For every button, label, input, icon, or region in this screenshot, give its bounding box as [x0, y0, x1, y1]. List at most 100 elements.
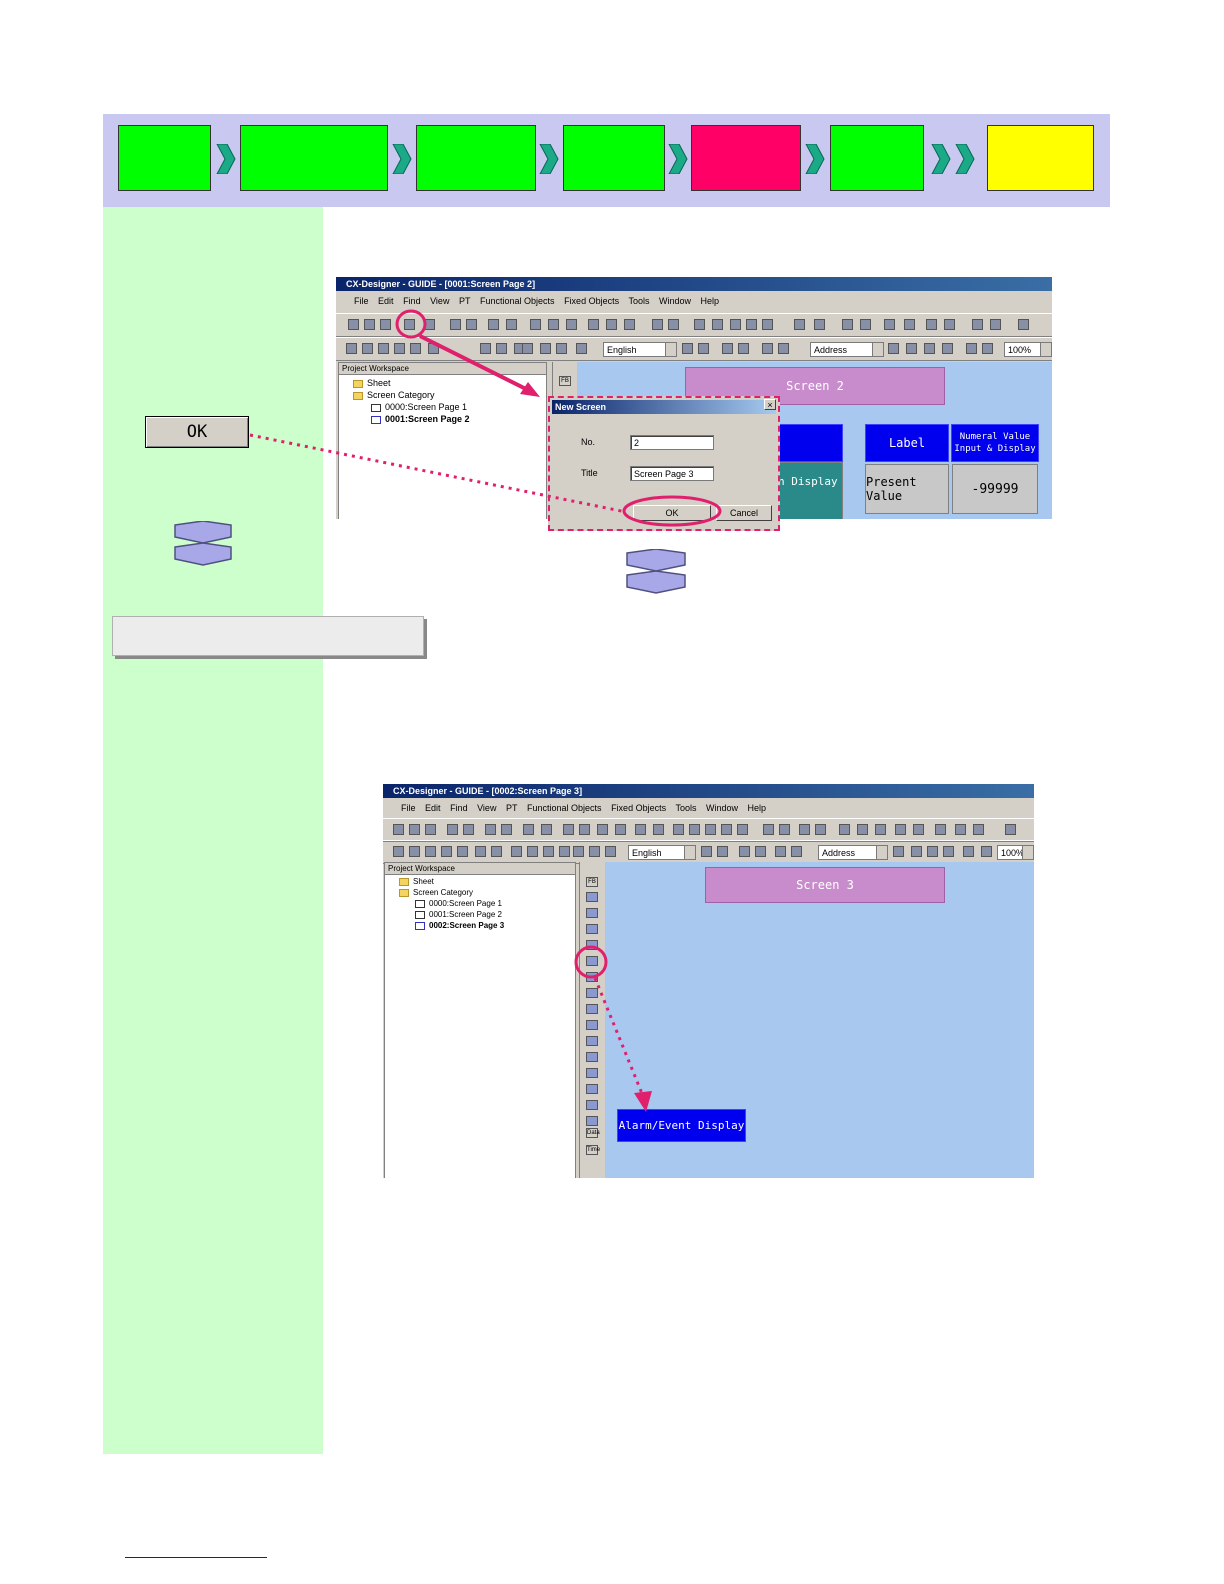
- toolbar-icon[interactable]: [441, 846, 452, 857]
- toolbar-icon[interactable]: [893, 846, 904, 857]
- menu-pt[interactable]: PT: [505, 803, 518, 813]
- menu-help[interactable]: Help: [700, 296, 720, 306]
- toolbar-icon[interactable]: [425, 846, 436, 857]
- toolbar-icon[interactable]: [573, 846, 584, 857]
- object-tool-icon[interactable]: [586, 988, 598, 998]
- toolbar-icon[interactable]: [860, 319, 871, 330]
- address-select[interactable]: Address: [818, 845, 888, 860]
- toolbar-icon[interactable]: [410, 343, 421, 354]
- menu-find[interactable]: Find: [450, 803, 468, 813]
- toolbar-icon[interactable]: [475, 846, 486, 857]
- toolbar-icon[interactable]: [588, 319, 599, 330]
- toolbar-icon[interactable]: [911, 846, 922, 857]
- toolbar-icon[interactable]: [615, 824, 626, 835]
- toolbar-icon[interactable]: [904, 319, 915, 330]
- menu-window[interactable]: Window: [705, 803, 738, 813]
- toolbar-icon[interactable]: [635, 824, 646, 835]
- toolbar-icon[interactable]: [673, 824, 684, 835]
- toolbar-icon[interactable]: [491, 846, 502, 857]
- toolbar-icon[interactable]: [682, 343, 693, 354]
- toolbar-icon[interactable]: [689, 824, 700, 835]
- value-display[interactable]: -99999: [952, 464, 1038, 514]
- toolbar-icon[interactable]: [712, 319, 723, 330]
- toolbar-icon[interactable]: [506, 319, 517, 330]
- toolbar-icon[interactable]: [480, 343, 491, 354]
- menu-functional-objects[interactable]: Functional Objects: [527, 803, 602, 813]
- toolbar-icon[interactable]: [393, 846, 404, 857]
- tree-item-screen-page-2[interactable]: 0001:Screen Page 2: [339, 413, 546, 425]
- toolbar-icon[interactable]: [924, 343, 935, 354]
- no-input[interactable]: 2: [630, 435, 714, 450]
- toolbar-icon[interactable]: [485, 824, 496, 835]
- object-tool-icon[interactable]: [586, 1068, 598, 1078]
- toolbar-icon[interactable]: [541, 824, 552, 835]
- toolbar-icon[interactable]: [943, 846, 954, 857]
- toolbar-icon[interactable]: [530, 319, 541, 330]
- toolbar-icon[interactable]: [522, 343, 533, 354]
- toolbar-icon[interactable]: [794, 319, 805, 330]
- menu-find[interactable]: Find: [403, 296, 421, 306]
- toolbar-icon[interactable]: [698, 343, 709, 354]
- menu-functional-objects[interactable]: Functional Objects: [480, 296, 555, 306]
- tree-item-screen-page-2[interactable]: 0001:Screen Page 2: [385, 909, 575, 920]
- toolbar-icon[interactable]: [393, 824, 404, 835]
- toolbar-icon[interactable]: [378, 343, 389, 354]
- toolbar-icon[interactable]: [888, 343, 899, 354]
- menu-tools[interactable]: Tools: [628, 296, 650, 306]
- toolbar-icon[interactable]: [730, 319, 741, 330]
- zoom-select[interactable]: 100%: [997, 845, 1034, 860]
- toolbar-icon[interactable]: [982, 343, 993, 354]
- toolbar-icon[interactable]: [779, 824, 790, 835]
- present-value-label[interactable]: Present Value: [865, 464, 949, 514]
- toolbar-icon[interactable]: [815, 824, 826, 835]
- object-tool-icon[interactable]: [586, 1052, 598, 1062]
- toolbar-icon[interactable]: [624, 319, 635, 330]
- object-tool-icon[interactable]: [586, 924, 598, 934]
- toolbar-icon[interactable]: [814, 319, 825, 330]
- toolbar-icon[interactable]: [362, 343, 373, 354]
- object-tool-icon[interactable]: [586, 940, 598, 950]
- toolbar-icon[interactable]: [394, 343, 405, 354]
- toolbar-icon[interactable]: [705, 824, 716, 835]
- toolbar-icon[interactable]: [466, 319, 477, 330]
- toolbar-icon[interactable]: [488, 319, 499, 330]
- toolbar-icon[interactable]: [935, 824, 946, 835]
- object-tool-icon[interactable]: [586, 1020, 598, 1030]
- toolbar-icon[interactable]: [927, 846, 938, 857]
- menu-edit[interactable]: Edit: [378, 296, 394, 306]
- function-block-icon[interactable]: FB: [559, 376, 571, 386]
- toolbar-icon[interactable]: [778, 343, 789, 354]
- toolbar-icon[interactable]: [963, 846, 974, 857]
- function-block-icon[interactable]: FB: [586, 877, 598, 887]
- toolbar-icon[interactable]: [884, 319, 895, 330]
- tree-item-screen-category[interactable]: Screen Category: [339, 389, 546, 401]
- toolbar-icon[interactable]: [606, 319, 617, 330]
- toolbar-icon[interactable]: [589, 846, 600, 857]
- toolbar-icon[interactable]: [839, 824, 850, 835]
- toolbar-icon[interactable]: [409, 846, 420, 857]
- toolbar-icon[interactable]: [348, 319, 359, 330]
- toolbar-icon[interactable]: [652, 319, 663, 330]
- toolbar-icon[interactable]: [944, 319, 955, 330]
- object-tool-icon[interactable]: [586, 1084, 598, 1094]
- screen-label[interactable]: Screen 2: [685, 367, 945, 405]
- time-icon[interactable]: Time: [586, 1145, 601, 1155]
- toolbar-icon[interactable]: [942, 343, 953, 354]
- toolbar-icon[interactable]: [496, 343, 507, 354]
- toolbar-icon[interactable]: [906, 343, 917, 354]
- toolbar-icon[interactable]: [762, 343, 773, 354]
- alarm-event-display-object[interactable]: Alarm/Event Display: [617, 1109, 746, 1142]
- toolbar-icon[interactable]: [346, 343, 357, 354]
- toolbar-icon[interactable]: [501, 824, 512, 835]
- object-tool-icon[interactable]: [586, 956, 598, 966]
- tree-item-screen-page-1[interactable]: 0000:Screen Page 1: [339, 401, 546, 413]
- toolbar-icon[interactable]: [701, 846, 712, 857]
- toolbar-icon[interactable]: [972, 319, 983, 330]
- toolbar-icon[interactable]: [563, 824, 574, 835]
- toolbar-icon[interactable]: [523, 824, 534, 835]
- tree-item-screen-page-1[interactable]: 0000:Screen Page 1: [385, 898, 575, 909]
- toolbar-icon[interactable]: [875, 824, 886, 835]
- toolbar-icon[interactable]: [576, 343, 587, 354]
- toolbar-icon[interactable]: [913, 824, 924, 835]
- toolbar-icon[interactable]: [791, 846, 802, 857]
